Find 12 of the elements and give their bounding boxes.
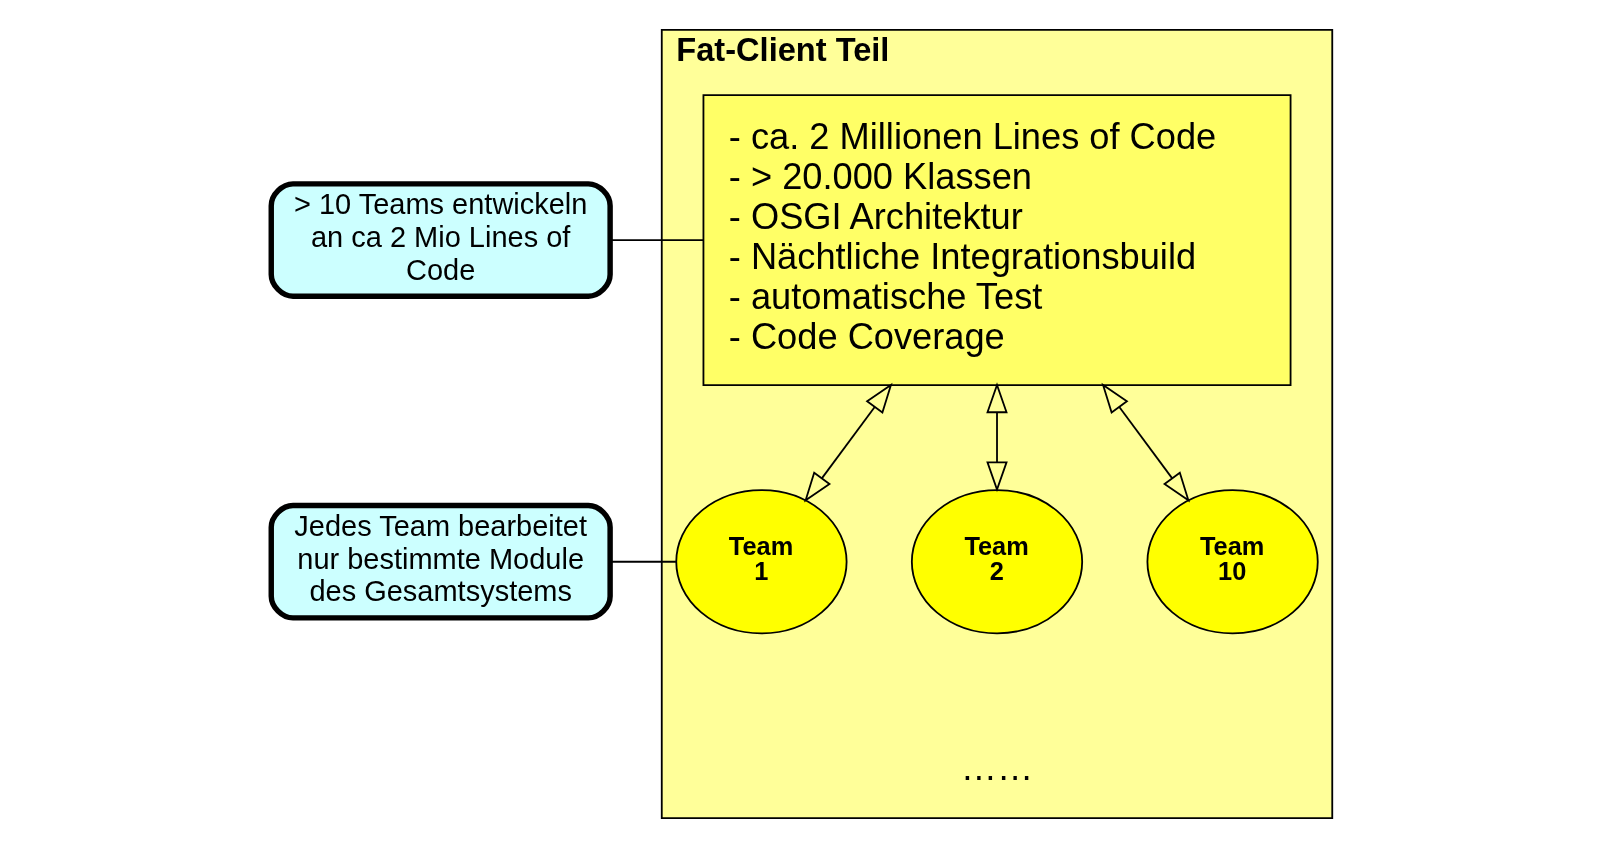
node-ellipse: Team 2 xyxy=(910,489,1084,635)
node-ellipse: Team 1 xyxy=(675,489,848,635)
arrow xyxy=(804,382,893,503)
arrow xyxy=(1101,382,1190,503)
arrow xyxy=(986,382,1008,493)
node-box: Jedes Team bearbeitet nur bestimmte Module des Gesamtsystems xyxy=(268,502,613,621)
label: …… xyxy=(960,747,1034,789)
node-box: > 10 Teams entwickeln an ca 2 Mio Lines of Code xyxy=(268,181,613,299)
connector xyxy=(609,560,677,563)
connector xyxy=(609,239,705,241)
node-ellipse: Team 10 xyxy=(1146,489,1319,635)
node-box: - ca. 2 Millionen Lines of Code - > 20.000 Klassen - OSGI Architektur - Nächtliche Integrationsbuild - automatische Test - Code Coverage xyxy=(702,94,1292,386)
